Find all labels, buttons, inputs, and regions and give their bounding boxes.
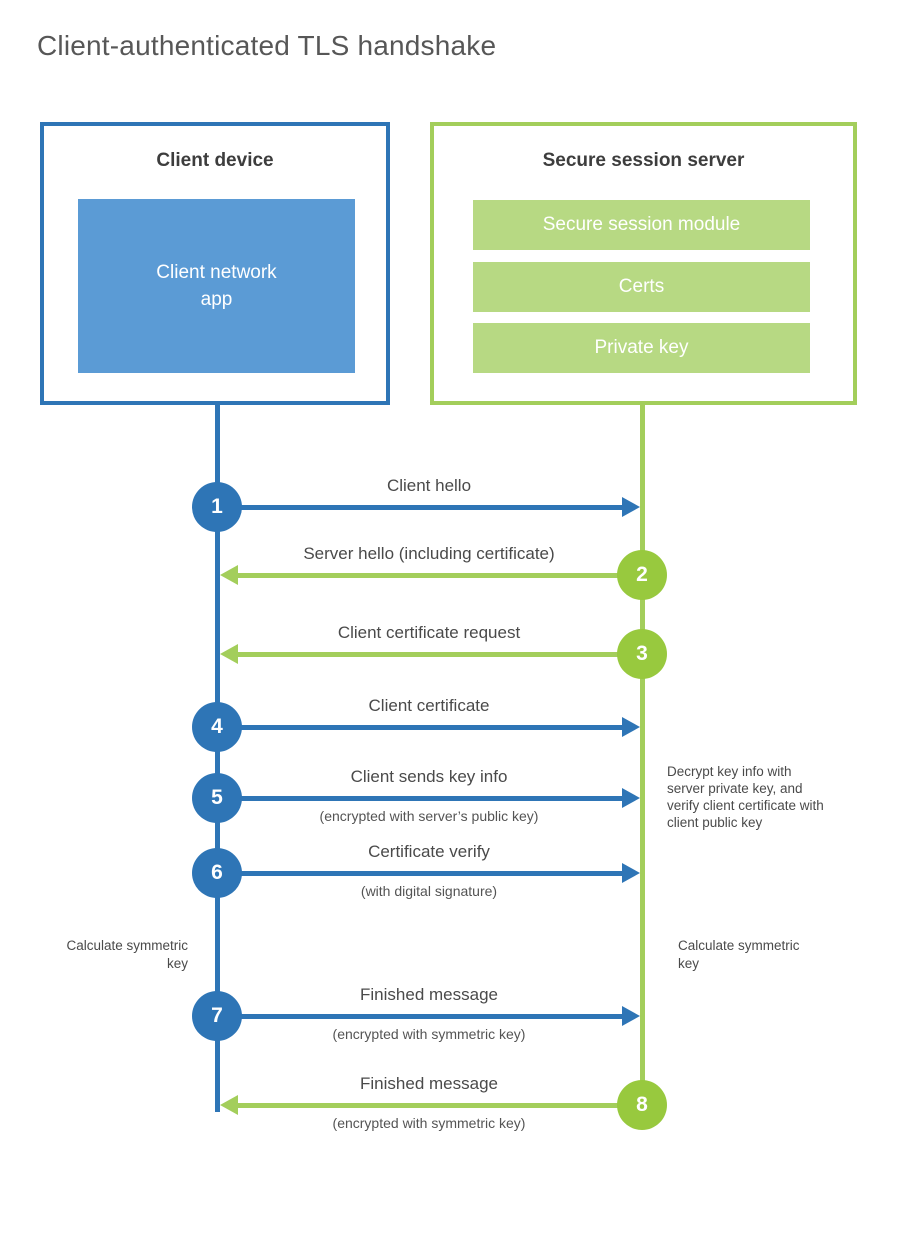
arrowhead-right-icon (622, 788, 640, 808)
step-number: 3 (636, 642, 648, 665)
message-arrow-line (238, 652, 642, 657)
step-number: 7 (211, 1004, 223, 1027)
step-number: 5 (211, 786, 223, 809)
message-label: Client certificate (368, 696, 490, 715)
arrowhead-left-icon (220, 644, 238, 664)
message-arrow-line (218, 796, 623, 801)
arrowhead-right-icon (622, 1006, 640, 1026)
message-sublabel: (with digital signature) (360, 883, 498, 899)
step-4-circle: 4 (192, 702, 242, 752)
message-label: Client hello (386, 476, 472, 495)
arrowhead-right-icon (622, 717, 640, 737)
message-arrow-line (218, 871, 623, 876)
message-sublabel: (encrypted with symmetric key) (332, 1115, 526, 1131)
arrowhead-left-icon (220, 1095, 238, 1115)
client-device-box: Client device Client network app (40, 122, 390, 405)
client-network-app-box: Client network app (78, 199, 355, 373)
decrypt-note: Decrypt key info with server private key… (667, 764, 824, 830)
step-number: 2 (636, 563, 648, 586)
step-3-circle: 3 (617, 629, 667, 679)
arrowhead-right-icon (622, 497, 640, 517)
arrowhead-left-icon (220, 565, 238, 585)
page-title: Client-authenticated TLS handshake (37, 30, 497, 61)
message-sublabel: (encrypted with server’s public key) (319, 808, 539, 824)
server-box-title: Secure session server (542, 150, 745, 171)
certs-box: Certs (473, 262, 810, 312)
client-calculate-symmetric-key-note: Calculate symmetric key (66, 938, 188, 971)
step-number: 1 (211, 495, 223, 518)
message-label: Client sends key info (350, 767, 508, 786)
message-arrow-line (218, 725, 623, 730)
step-number: 4 (211, 715, 223, 738)
step-5-circle: 5 (192, 773, 242, 823)
step-number: 6 (211, 861, 223, 884)
step-7-circle: 7 (192, 991, 242, 1041)
message-label: Client certificate request (337, 623, 521, 642)
message-label: Finished message (360, 1074, 498, 1093)
server-lifeline (640, 405, 645, 1105)
message-label: Server hello (including certificate) (303, 544, 555, 563)
private-key-box: Private key (473, 323, 810, 373)
step-6-circle: 6 (192, 848, 242, 898)
step-8-circle: 8 (617, 1080, 667, 1130)
message-sublabel: (encrypted with symmetric key) (332, 1026, 526, 1042)
step-2-circle: 2 (617, 550, 667, 600)
client-box-title: Client device (156, 150, 274, 171)
server-box: Secure session server Secure session mod… (430, 122, 857, 405)
message-arrow-line (238, 1103, 642, 1108)
message-arrow-line (218, 1014, 623, 1019)
message-label: Finished message (360, 985, 498, 1004)
message-label: Certificate verify (368, 842, 490, 861)
step-1-circle: 1 (192, 482, 242, 532)
server-calculate-symmetric-key-note: Calculate symmetric key (678, 938, 800, 971)
message-arrow-line (238, 573, 642, 578)
message-arrow-line (218, 505, 623, 510)
step-number: 8 (636, 1093, 648, 1116)
arrowhead-right-icon (622, 863, 640, 883)
secure-session-module-box: Secure session module (473, 200, 810, 250)
client-lifeline (215, 405, 220, 1112)
